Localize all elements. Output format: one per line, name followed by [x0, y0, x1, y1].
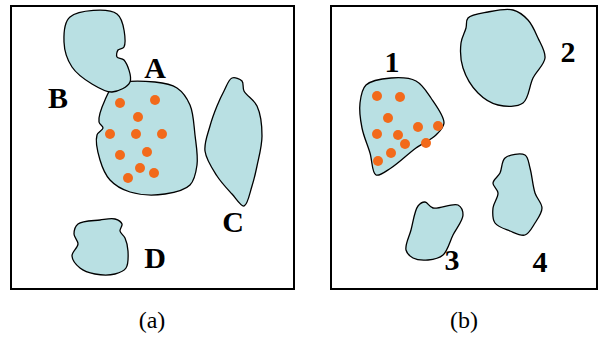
- feature-dot: [142, 147, 152, 157]
- blob-shape: [64, 10, 131, 92]
- feature-dot: [393, 130, 403, 140]
- region-label: C: [222, 207, 244, 237]
- blob-outline: [458, 8, 548, 108]
- blob-outline: [62, 12, 132, 97]
- blob-outline: [202, 76, 264, 208]
- blob-shape: [461, 9, 546, 106]
- figure-panel: (b)1234: [330, 5, 598, 290]
- feature-dot: [372, 91, 382, 101]
- figure-panel: (a)ABCD: [10, 5, 295, 290]
- blob-shape: [96, 81, 197, 195]
- region-blob: 1: [356, 73, 448, 177]
- feature-dot: [133, 112, 143, 122]
- blob-shape: [360, 78, 444, 176]
- feature-dot: [395, 92, 405, 102]
- region-label: 1: [385, 47, 400, 77]
- feature-dot: [400, 139, 410, 149]
- feature-dot: [421, 138, 431, 148]
- region-label: D: [144, 243, 166, 273]
- region-label: 3: [445, 245, 460, 275]
- feature-dot: [115, 150, 125, 160]
- region-blob: A: [95, 80, 199, 196]
- feature-dot: [386, 148, 396, 158]
- feature-dot: [115, 98, 125, 108]
- blob-outline: [356, 73, 448, 177]
- feature-dot: [105, 129, 115, 139]
- region-blob: D: [70, 216, 132, 278]
- region-blob: 3: [403, 200, 467, 264]
- feature-dot: [433, 121, 443, 131]
- feature-dot: [373, 156, 383, 166]
- feature-dot: [149, 168, 159, 178]
- blob-shape: [205, 78, 262, 206]
- feature-dot: [383, 113, 393, 123]
- feature-dot: [131, 129, 141, 139]
- panel-caption: (a): [139, 308, 166, 332]
- region-label: 4: [533, 247, 548, 277]
- feature-dot: [157, 129, 167, 139]
- region-blob: C: [202, 76, 264, 208]
- region-label: A: [144, 53, 166, 83]
- region-blob: 2: [458, 8, 548, 108]
- region-blob: B: [62, 12, 132, 97]
- region-blob: 4: [490, 153, 548, 241]
- feature-dot: [135, 163, 145, 173]
- blob-outline: [95, 80, 199, 196]
- feature-dot: [123, 173, 133, 183]
- region-label: 2: [561, 37, 576, 67]
- region-label: B: [48, 83, 68, 113]
- feature-dot: [372, 129, 382, 139]
- blob-outline: [490, 153, 548, 241]
- blob-shape: [493, 154, 542, 235]
- panel-caption: (b): [450, 308, 478, 332]
- blob-outline: [70, 216, 132, 278]
- blob-shape: [72, 219, 128, 275]
- feature-dot: [150, 95, 160, 105]
- feature-dot: [413, 122, 423, 132]
